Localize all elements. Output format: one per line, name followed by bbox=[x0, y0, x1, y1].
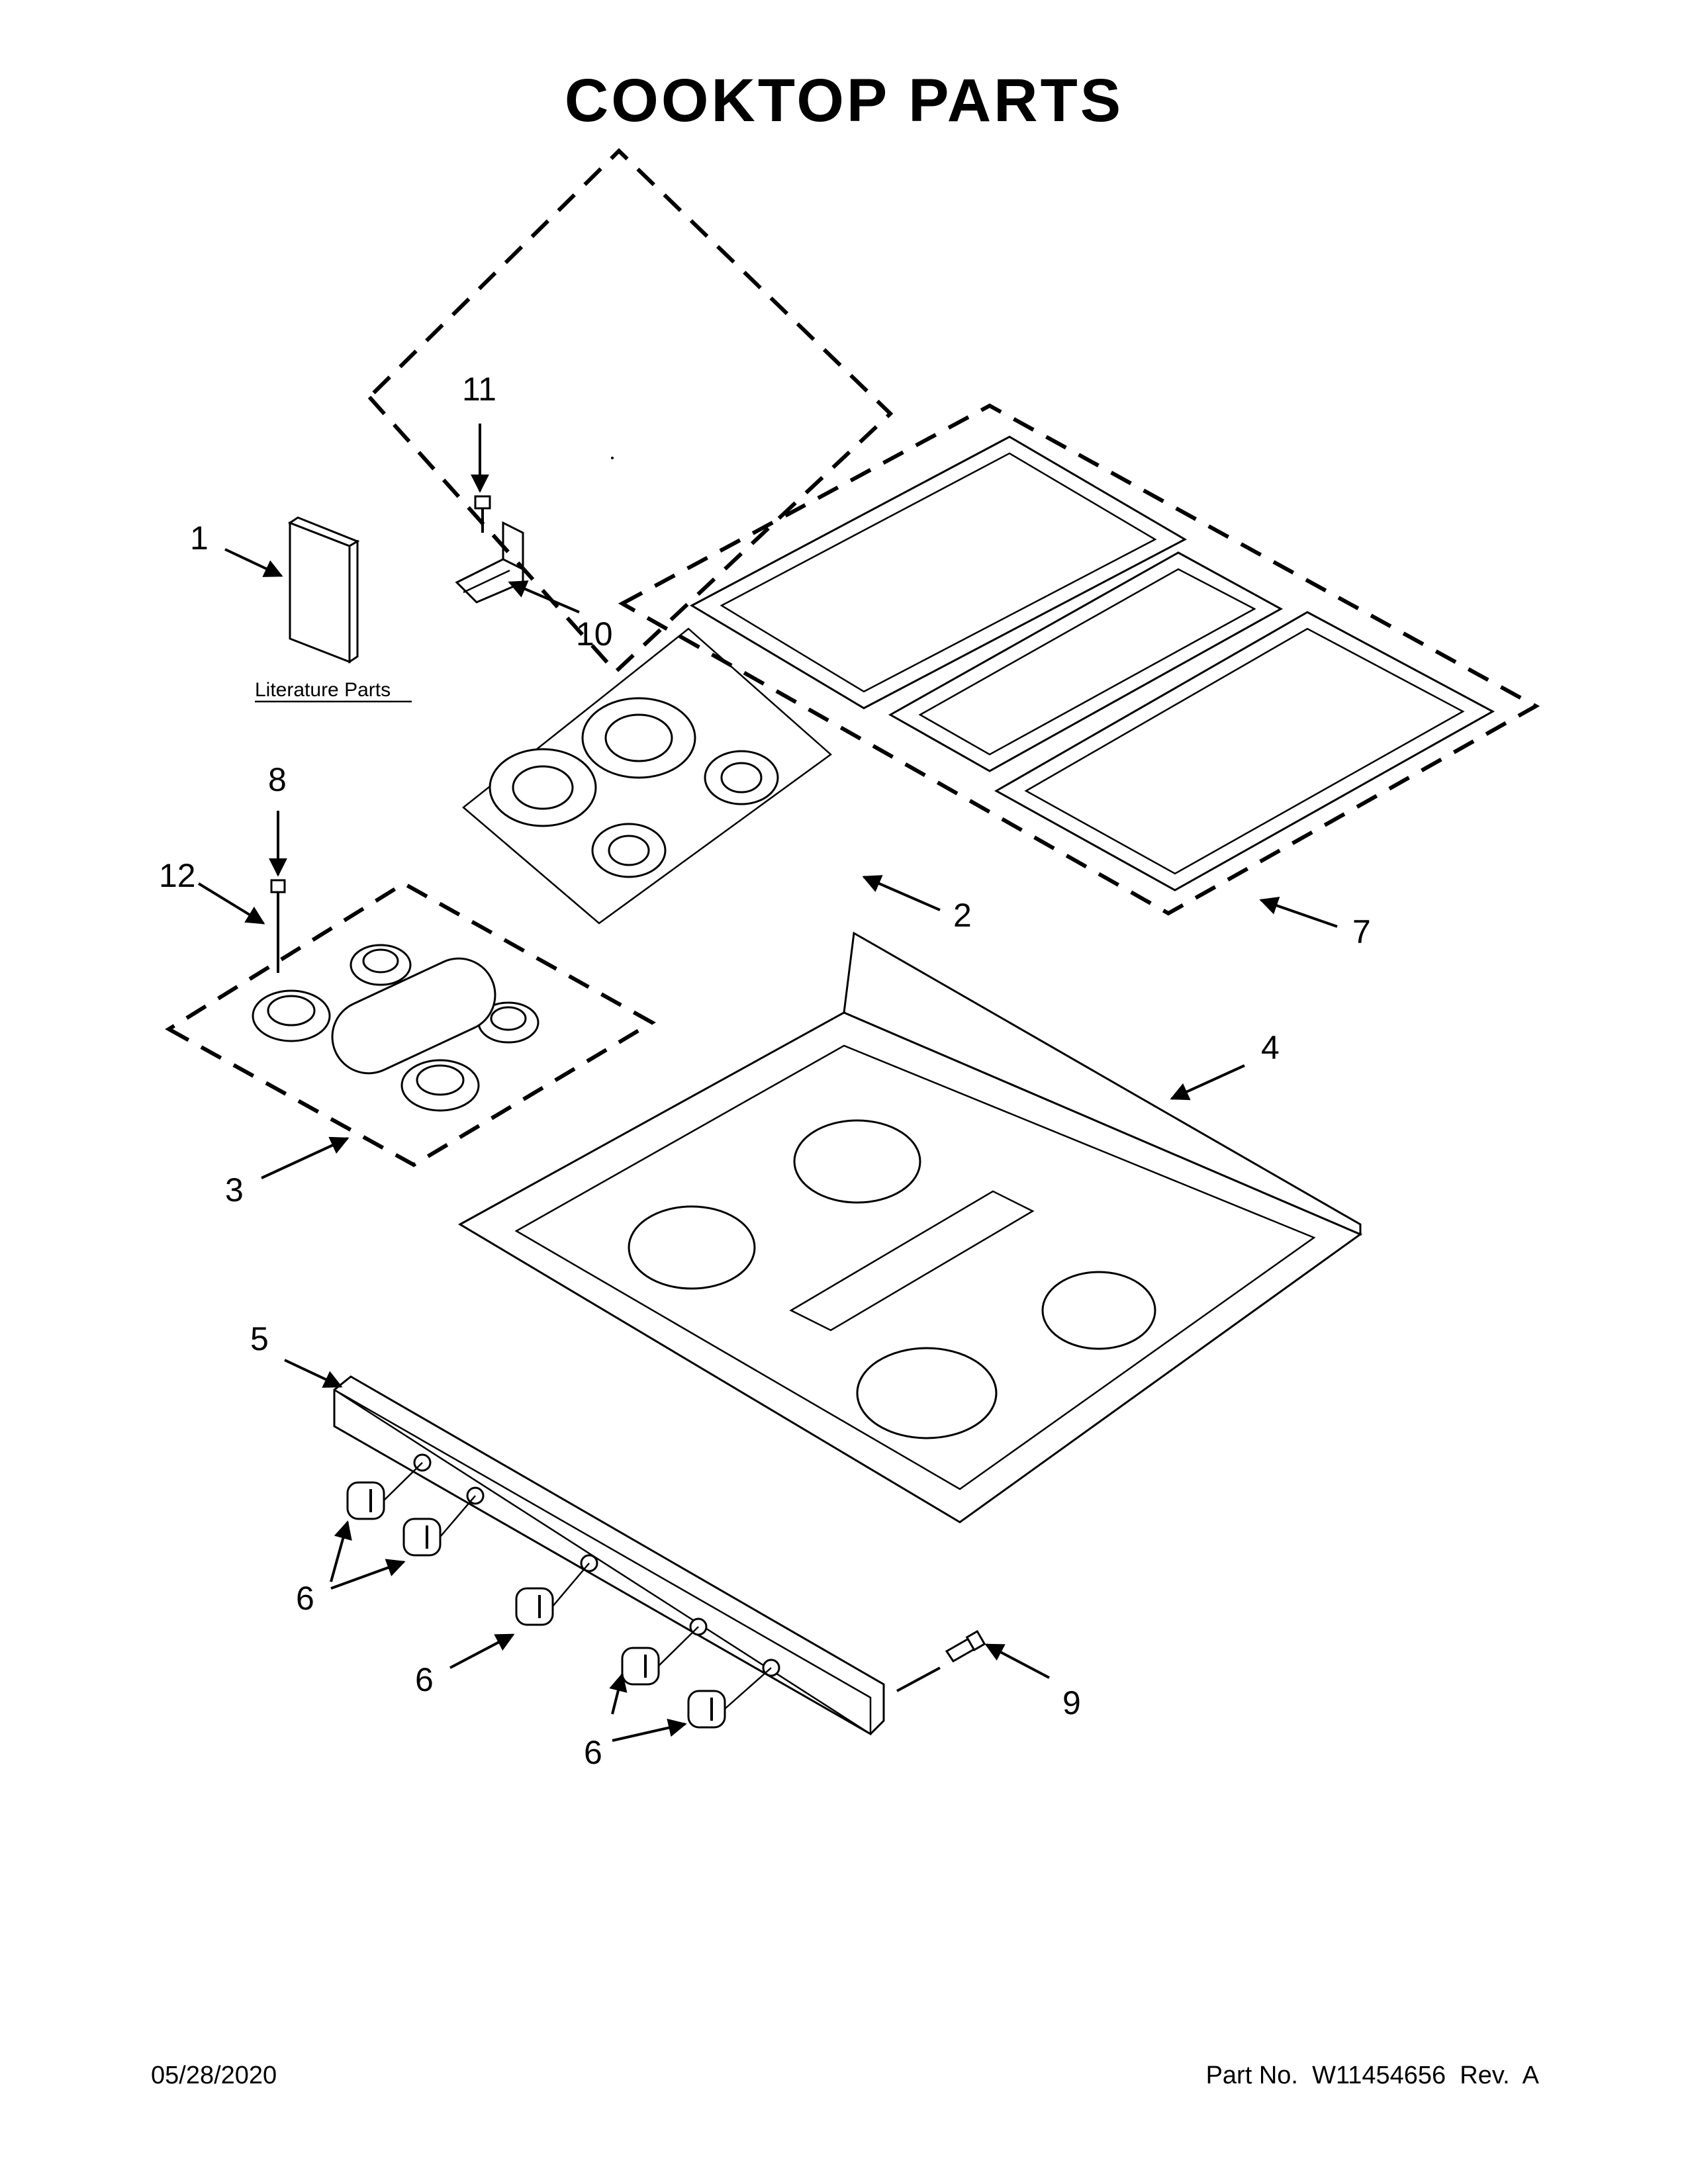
callout-1: 1 bbox=[190, 520, 209, 557]
panel-screw bbox=[896, 1629, 986, 1692]
left-grate bbox=[689, 435, 1188, 709]
callout-6c: 6 bbox=[584, 1734, 602, 1771]
callout-10: 10 bbox=[576, 615, 613, 653]
footer-date: 05/28/2020 bbox=[151, 2062, 277, 2089]
manifold-panel bbox=[333, 1375, 885, 1736]
callout-5: 5 bbox=[250, 1320, 269, 1357]
callout-2: 2 bbox=[953, 897, 972, 934]
callout-11: 11 bbox=[462, 371, 496, 408]
burner-caps-group-border bbox=[366, 148, 894, 675]
page-title: COOKTOP PARTS bbox=[564, 67, 1124, 134]
literature-booklet bbox=[287, 516, 360, 664]
callout-12: 12 bbox=[159, 857, 196, 894]
center-grate bbox=[888, 551, 1284, 772]
burner-caps-group bbox=[462, 627, 832, 925]
control-knobs bbox=[346, 1462, 772, 1729]
footer-part-number: Part No. W11454656 Rev. A bbox=[1205, 2062, 1539, 2089]
burner-bases-group bbox=[252, 944, 539, 1112]
grates-group-border bbox=[618, 403, 1540, 916]
spark-electrode bbox=[270, 879, 286, 973]
literature-parts-label: Literature Parts bbox=[255, 679, 391, 701]
cooktop-main-top bbox=[457, 931, 1363, 1524]
anti-tip-bracket bbox=[455, 521, 524, 604]
callout-6a: 6 bbox=[296, 1580, 314, 1617]
right-grate bbox=[994, 611, 1495, 891]
callout-8: 8 bbox=[268, 761, 287, 798]
callout-3: 3 bbox=[225, 1171, 244, 1208]
leader-lines bbox=[197, 424, 1338, 1742]
callout-4: 4 bbox=[1261, 1029, 1280, 1066]
speck bbox=[611, 457, 614, 459]
callout-9: 9 bbox=[1062, 1684, 1081, 1721]
bracket-screw bbox=[474, 495, 491, 533]
callout-7: 7 bbox=[1352, 913, 1371, 950]
burner-bases-group-border bbox=[165, 881, 656, 1167]
callout-6b: 6 bbox=[415, 1661, 434, 1698]
